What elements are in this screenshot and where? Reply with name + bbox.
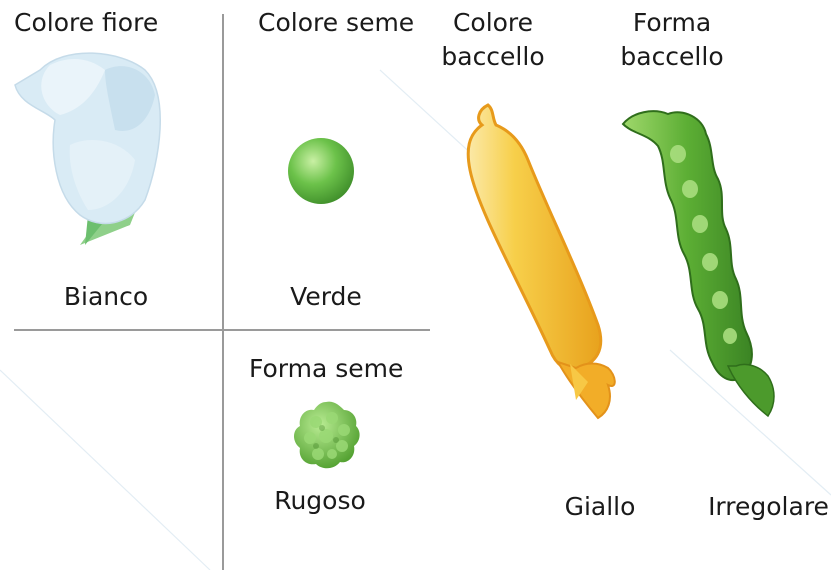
pod-color-title-line1: Colore: [452, 8, 534, 37]
wrinkled-seed-icon: [294, 401, 360, 469]
pod-color-title-line2: baccello: [441, 42, 545, 71]
pod-color-value: Giallo: [564, 492, 636, 521]
seed-color-title: Colore seme: [258, 8, 415, 37]
flower-color-title: Colore fiore: [14, 8, 159, 37]
white-flower-icon: [14, 52, 161, 245]
vertical-divider: [222, 14, 224, 570]
pod-shape-title-line2: baccello: [620, 42, 724, 71]
seed-shape-title: Forma seme: [249, 354, 404, 383]
green-pod-icon: [621, 110, 775, 418]
seed-color-value: Verde: [290, 282, 362, 311]
flower-color-value: Bianco: [63, 282, 149, 311]
pod-shape-value: Irregolare: [708, 492, 829, 521]
horizontal-divider: [14, 329, 430, 331]
yellow-pod-icon: [466, 103, 616, 420]
pod-shape-title-line1: Forma: [632, 8, 712, 37]
green-seed-icon: [288, 138, 354, 204]
seed-shape-value: Rugoso: [274, 486, 366, 515]
